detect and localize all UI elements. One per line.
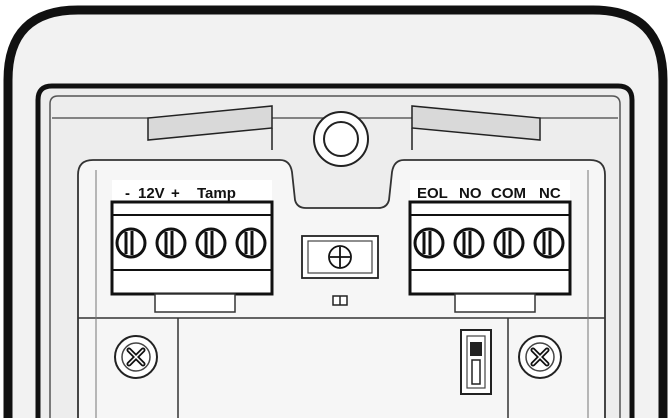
left-terminal-foot <box>154 293 236 313</box>
terminal-label-tamp: Tamp <box>197 185 236 202</box>
mounting-screw-icon <box>518 335 562 379</box>
right-terminal-label-strip <box>410 180 570 202</box>
right-screws <box>413 227 565 259</box>
right-cover-ridge <box>411 105 541 141</box>
terminal-label-com: COM <box>491 185 526 202</box>
left-terminal-label-strip <box>112 180 272 202</box>
inner-frame-lip <box>49 95 621 418</box>
terminal-screw-icon[interactable] <box>115 227 147 259</box>
right-terminal-foot <box>454 293 536 313</box>
terminal-screw-icon[interactable] <box>533 227 565 259</box>
terminal-screw-icon[interactable] <box>155 227 187 259</box>
terminal-label-12v: 12V <box>138 185 165 202</box>
terminal-label-nc: NC <box>539 185 561 202</box>
left-screws <box>115 227 267 259</box>
terminal-label-no: NO <box>459 185 482 202</box>
terminal-label-plus: + <box>171 185 180 202</box>
mounting-screw-icon <box>114 335 158 379</box>
terminal-screw-icon[interactable] <box>413 227 445 259</box>
mounting-hole-icon <box>313 111 369 167</box>
terminal-screw-icon[interactable] <box>195 227 227 259</box>
left-terminal-block: - 12V + Tamp <box>110 180 274 313</box>
terminal-screw-icon[interactable] <box>453 227 485 259</box>
right-terminal-block: EOL NO COM NC <box>408 180 572 313</box>
terminal-screw-icon[interactable] <box>493 227 525 259</box>
jumper-icon[interactable] <box>460 329 492 395</box>
terminal-label-minus: - <box>125 185 130 202</box>
terminal-screw-icon[interactable] <box>235 227 267 259</box>
led-icon <box>332 295 348 306</box>
terminal-label-eol: EOL <box>417 185 448 202</box>
pot-adjust-screw-icon[interactable] <box>301 235 379 279</box>
